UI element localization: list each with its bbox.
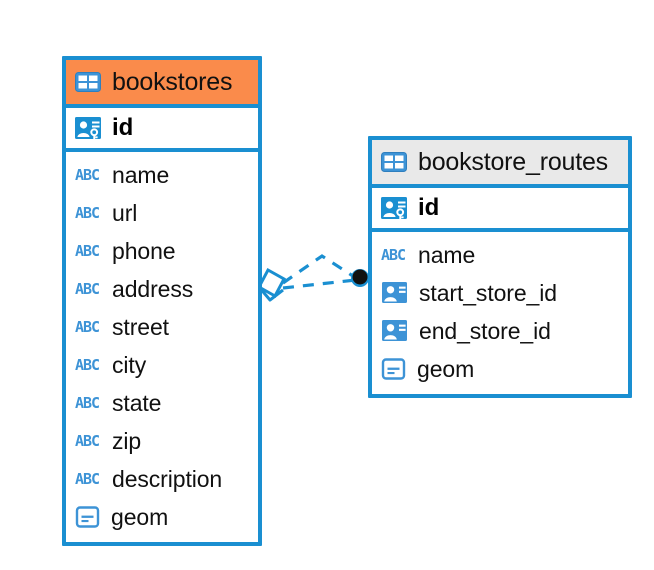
svg-text:ABC: ABC [75, 394, 99, 412]
field-label: name [112, 161, 170, 188]
foreign-key-icon [381, 279, 409, 307]
abc-text-icon: ABC [75, 432, 102, 450]
primary-key-label: id [112, 114, 134, 141]
geometry-icon [381, 357, 407, 381]
field-label: name [418, 241, 476, 268]
entity-table-bookstores[interactable]: bookstores id [62, 56, 262, 546]
svg-text:ABC: ABC [75, 242, 99, 260]
abc-text-icon: ABC [75, 394, 102, 412]
field-row[interactable]: geom [372, 350, 628, 388]
svg-text:ABC: ABC [75, 470, 99, 488]
field-row[interactable]: geom [66, 498, 258, 536]
field-row[interactable]: ABC zip [66, 422, 258, 460]
abc-text-icon: ABC [75, 242, 102, 260]
field-row[interactable]: ABC state [66, 384, 258, 422]
field-row[interactable]: ABC name [66, 156, 258, 194]
field-label: url [112, 199, 138, 226]
abc-text-icon: ABC [381, 246, 408, 264]
field-row[interactable]: ABC city [66, 346, 258, 384]
relationship-branch-lower [282, 278, 357, 290]
field-label: geom [111, 503, 169, 530]
svg-text:ABC: ABC [75, 280, 99, 298]
field-row[interactable]: ABC street [66, 308, 258, 346]
entity-header-bookstores[interactable]: bookstores [66, 60, 258, 108]
field-row[interactable]: ABC phone [66, 232, 258, 270]
primary-key-row-bookstore-routes[interactable]: id [372, 188, 628, 232]
entity-title: bookstore_routes [418, 147, 608, 176]
entity-table-bookstore-routes[interactable]: bookstore_routes id [368, 136, 632, 398]
field-row[interactable]: ABC description [66, 460, 258, 498]
field-label: zip [112, 427, 142, 454]
field-label: street [112, 313, 169, 340]
field-list-bookstore-routes: ABC name start_store_id [372, 232, 628, 394]
abc-text-icon: ABC [75, 318, 102, 336]
field-row[interactable]: end_store_id [372, 312, 628, 350]
diamond-marker [256, 267, 287, 302]
field-label: state [112, 389, 162, 416]
svg-text:ABC: ABC [75, 318, 99, 336]
primary-key-label: id [418, 194, 440, 221]
svg-text:ABC: ABC [75, 356, 99, 374]
field-label: start_store_id [419, 279, 557, 306]
svg-text:ABC: ABC [381, 246, 405, 264]
abc-text-icon: ABC [75, 280, 102, 298]
table-icon [74, 70, 102, 94]
foreign-key-icon [381, 317, 409, 345]
abc-text-icon: ABC [75, 166, 102, 184]
field-label: end_store_id [419, 317, 551, 344]
field-label: geom [417, 355, 475, 382]
field-label: city [112, 351, 147, 378]
field-label: description [112, 465, 223, 492]
table-icon [380, 150, 408, 174]
filled-circle-marker [351, 269, 369, 287]
field-row[interactable]: ABC name [372, 236, 628, 274]
abc-text-icon: ABC [75, 204, 102, 222]
field-row[interactable]: ABC url [66, 194, 258, 232]
entity-title: bookstores [112, 67, 233, 96]
svg-text:ABC: ABC [75, 432, 99, 450]
geometry-icon [75, 505, 101, 529]
relationship-branch-upper [282, 254, 357, 285]
primary-key-icon [380, 194, 408, 222]
field-row[interactable]: ABC address [66, 270, 258, 308]
field-row[interactable]: start_store_id [372, 274, 628, 312]
svg-text:ABC: ABC [75, 204, 99, 222]
field-label: phone [112, 237, 176, 264]
primary-key-icon [74, 114, 102, 142]
primary-key-row-bookstores[interactable]: id [66, 108, 258, 152]
field-label: address [112, 275, 194, 302]
entity-header-bookstore-routes[interactable]: bookstore_routes [372, 140, 628, 188]
abc-text-icon: ABC [75, 470, 102, 488]
abc-text-icon: ABC [75, 356, 102, 374]
field-list-bookstores: ABC name ABC url ABC [66, 152, 258, 542]
svg-text:ABC: ABC [75, 166, 99, 184]
